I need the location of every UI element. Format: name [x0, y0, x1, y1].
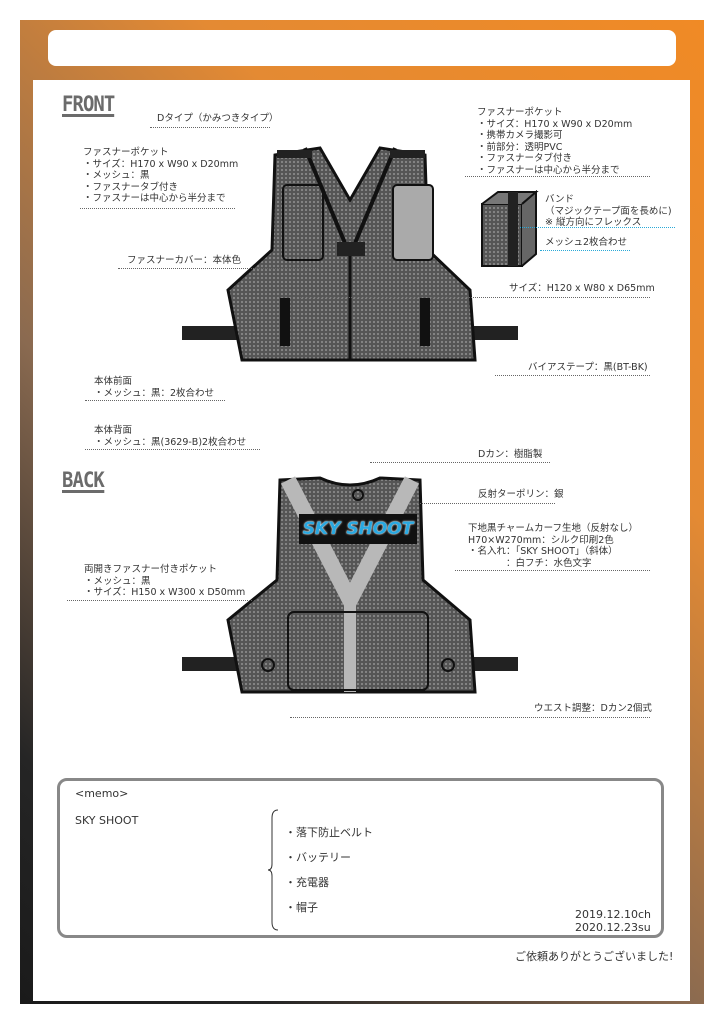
body-back-spec: 本体背面・メッシュ：黒(3629-B)2枚合わせ — [94, 425, 247, 448]
d-type-label: Dタイプ（かみつきタイプ） — [157, 113, 279, 124]
memo-item: ・落下防止ベルト — [285, 826, 373, 839]
memo-item: ・充電器 — [285, 876, 329, 889]
memo-item: ・帽子 — [285, 901, 318, 914]
memo-date: 2019.12.10ch — [575, 908, 652, 921]
patch-spec: 下地黒チャームカーフ生地（反射なし）H70×W270mm：シルク印刷2色・名入れ… — [468, 523, 639, 569]
zip-cover-label: ファスナーカバー：本体色 — [127, 255, 242, 266]
sky-shoot-patch: SKY SHOOT — [299, 514, 417, 544]
memo-name: SKY SHOOT — [75, 814, 139, 827]
band-illustration — [481, 190, 539, 267]
thanks-message: ご依頼ありがとうございました! — [515, 950, 674, 963]
memo-date: 2020.12.23su — [575, 921, 651, 934]
memo-title: <memo> — [75, 787, 129, 800]
memo-box — [57, 778, 664, 938]
mesh2-label: メッシュ2枚合わせ — [545, 237, 628, 248]
left-pocket-spec: ファスナーポケット・サイズ：H170 x W90 x D20mm・メッシュ：黒・… — [83, 147, 239, 204]
back-pocket-spec: 両開きファスナー付きポケット・メッシュ：黒・サイズ：H150 x W300 x … — [84, 564, 246, 598]
d-ring-label: Dカン：樹脂製 — [478, 449, 543, 460]
right-pocket-spec: ファスナーポケット・サイズ：H170 x W90 x D20mm・携帯カメラ撮影… — [477, 107, 633, 176]
front-vest-illustration — [182, 146, 518, 362]
band-spec: バンド（マジックテープ面を長めに)※ 縦方向にフレックス — [545, 194, 672, 228]
waist-label: ウエスト調整：Dカン2個式 — [534, 703, 652, 714]
memo-item: ・バッテリー — [285, 851, 351, 864]
reflect-label: 反射ターポリン：銀 — [478, 489, 564, 500]
title-bar — [48, 30, 676, 66]
band-size-label: サイズ：H120 x W80 x D65mm — [509, 283, 655, 294]
body-front-spec: 本体前面・メッシュ：黒：2枚合わせ — [94, 376, 215, 399]
bias-tape-label: バイアステープ：黒(BT-BK) — [528, 362, 648, 373]
brace — [268, 809, 279, 931]
front-heading: FRONT — [62, 92, 115, 117]
back-heading: BACK — [62, 468, 105, 493]
